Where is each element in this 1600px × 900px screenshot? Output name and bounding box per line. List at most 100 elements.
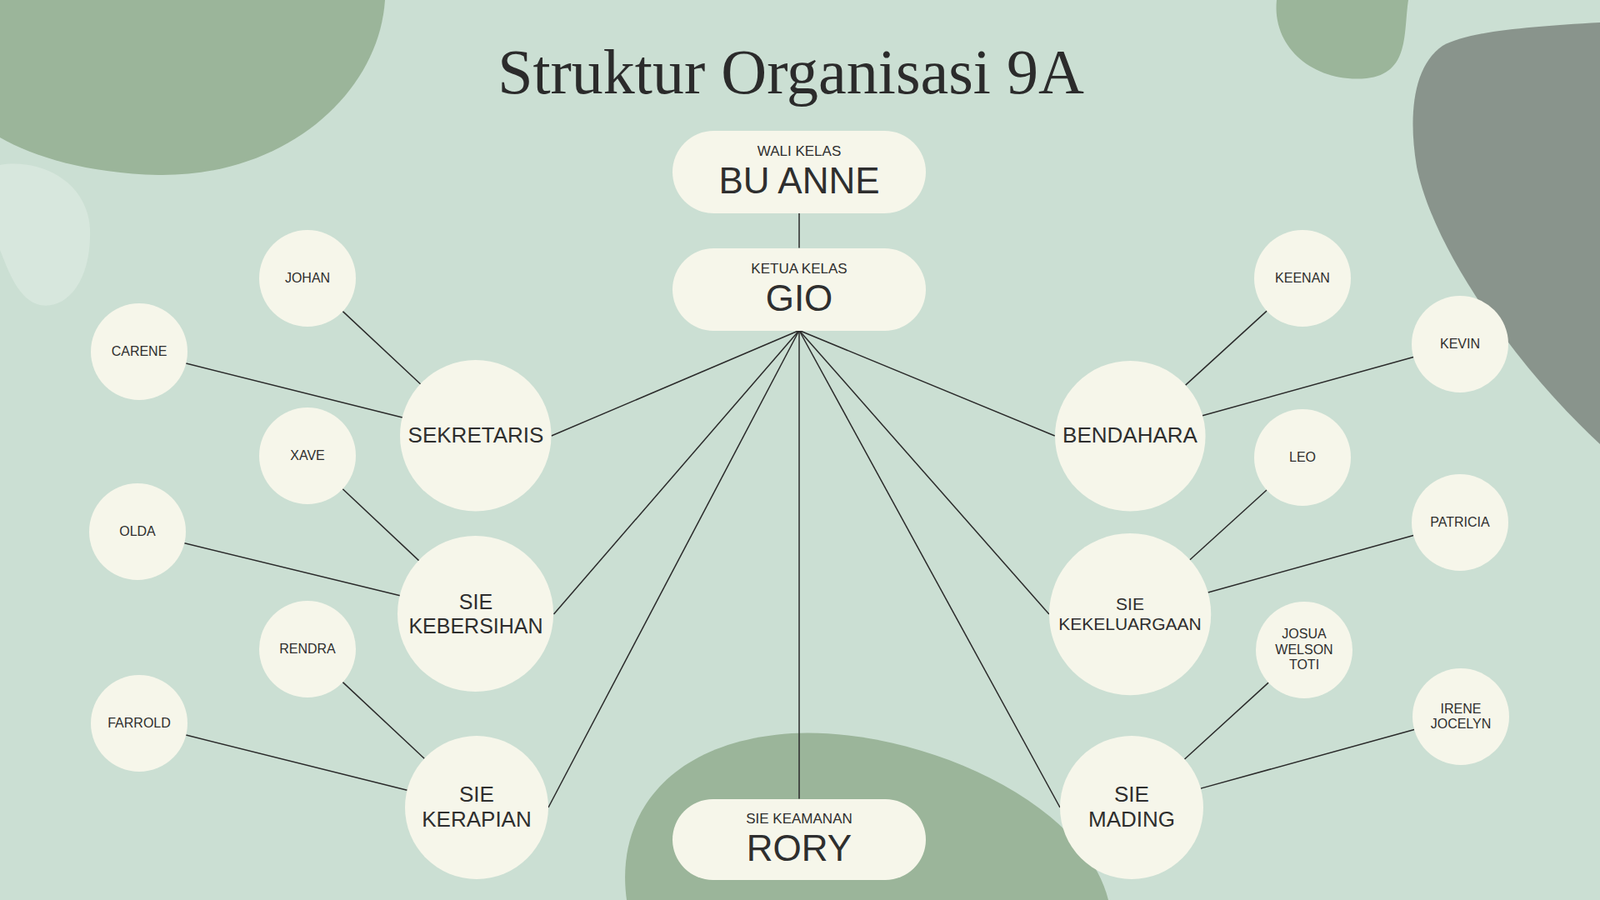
role-box: WALI KELASBU ANNE bbox=[672, 130, 926, 214]
member-name: PATRICIA bbox=[1430, 515, 1490, 530]
member-circle: CARENE bbox=[90, 303, 188, 400]
member-name: IRENE JOCELYN bbox=[1430, 701, 1492, 733]
circle-outline bbox=[1049, 533, 1211, 695]
node-content: JOSUA WELSON TOTI bbox=[1275, 626, 1333, 673]
member-name: JOHAN bbox=[285, 270, 330, 286]
blob-top-right bbox=[1276, 0, 1409, 80]
member-name: JOSUA WELSON TOTI bbox=[1275, 626, 1333, 673]
connector-line bbox=[342, 489, 420, 561]
member-circle: IRENE JOCELYN bbox=[1412, 668, 1510, 765]
member-name: KEVIN bbox=[1440, 336, 1480, 352]
circle-outline bbox=[1254, 409, 1351, 506]
node-content: SIE KEAMANANRORY bbox=[745, 810, 853, 868]
person-name: RORY bbox=[745, 829, 853, 868]
role-name: BENDAHARA bbox=[1062, 423, 1198, 449]
node-content: SEKRETARIS bbox=[408, 423, 545, 449]
circle-outline bbox=[259, 407, 356, 505]
circle-outline bbox=[397, 535, 554, 692]
connector-line bbox=[554, 330, 800, 615]
role-name: SIE KERAPIAN bbox=[421, 782, 531, 833]
node-content: CARENE bbox=[111, 344, 168, 360]
member-circle: FARROLD bbox=[90, 675, 188, 772]
member-name: XAVE bbox=[290, 448, 325, 464]
member-name: KEENAN bbox=[1275, 270, 1330, 286]
node-content: BENDAHARA bbox=[1062, 423, 1198, 449]
node-content: SIE KEBERSIHAN bbox=[408, 590, 543, 639]
pill-outline bbox=[672, 248, 926, 331]
role-box: KETUA KELASGIO bbox=[672, 248, 926, 331]
node-content: RENDRA bbox=[279, 641, 336, 657]
connector-line bbox=[799, 330, 1055, 436]
member-circle: JOSUA WELSON TOTI bbox=[1255, 601, 1353, 699]
connector-line bbox=[548, 330, 800, 809]
node-content: SIE KEKELUARGAAN bbox=[1058, 594, 1202, 635]
connector-line bbox=[1185, 310, 1268, 385]
role-label: KETUA KELAS bbox=[750, 260, 847, 278]
member-name: OLDA bbox=[119, 524, 156, 540]
blob-left-faint bbox=[0, 164, 90, 306]
connector-line bbox=[1185, 682, 1270, 760]
connector-line bbox=[798, 213, 800, 249]
role-name: SIE KEKELUARGAAN bbox=[1058, 594, 1202, 635]
connector-line bbox=[798, 330, 800, 800]
pill-outline bbox=[672, 799, 926, 880]
node-content: KEENAN bbox=[1275, 270, 1330, 286]
member-name: FARROLD bbox=[107, 715, 171, 731]
member-name: RENDRA bbox=[279, 641, 336, 657]
connector-line bbox=[185, 735, 407, 790]
circle-outline bbox=[1412, 668, 1510, 765]
role-circle: SIE KEKELUARGAAN bbox=[1049, 533, 1211, 695]
circle-outline bbox=[90, 675, 188, 772]
connector-line bbox=[1202, 357, 1414, 416]
role-name: SIE MADING bbox=[1088, 782, 1175, 833]
person-name: BU ANNE bbox=[718, 161, 880, 200]
connector-line bbox=[1200, 729, 1415, 789]
node-content: KETUA KELASGIO bbox=[750, 260, 847, 318]
member-circle: JOHAN bbox=[259, 230, 356, 327]
person-name: GIO bbox=[750, 279, 847, 318]
circle-outline bbox=[1254, 230, 1351, 327]
circle-outline bbox=[400, 360, 552, 512]
connector-line bbox=[799, 330, 1050, 615]
circle-outline bbox=[1411, 295, 1509, 393]
circle-outline bbox=[90, 303, 188, 400]
node-content: SIE MADING bbox=[1088, 782, 1175, 833]
member-circle: LEO bbox=[1254, 409, 1351, 506]
chart-title: Struktur Organisasi 9A bbox=[497, 40, 1085, 104]
circle-outline bbox=[89, 483, 186, 580]
node-content: WALI KELASBU ANNE bbox=[718, 143, 880, 200]
blob-top-left bbox=[0, 0, 385, 175]
pill-outline bbox=[672, 130, 926, 214]
role-label: SIE KEAMANAN bbox=[745, 810, 853, 828]
circle-outline bbox=[1255, 601, 1353, 699]
connector-line bbox=[799, 330, 1060, 809]
role-circle: SIE KERAPIAN bbox=[405, 735, 549, 880]
member-circle: KEVIN bbox=[1411, 295, 1509, 393]
node-content: OLDA bbox=[119, 524, 156, 540]
role-circle: SEKRETARIS bbox=[400, 360, 552, 512]
member-circle: RENDRA bbox=[259, 600, 356, 698]
connector-line bbox=[1190, 490, 1267, 560]
circle-outline bbox=[1055, 360, 1206, 512]
circle-outline bbox=[259, 600, 356, 698]
node-content: JOHAN bbox=[285, 270, 330, 286]
blob-bottom bbox=[625, 732, 1109, 900]
role-name: SEKRETARIS bbox=[408, 423, 545, 449]
circle-outline bbox=[259, 230, 356, 327]
node-content: FARROLD bbox=[107, 715, 171, 731]
role-circle: BENDAHARA bbox=[1055, 360, 1206, 512]
role-box: SIE KEAMANANRORY bbox=[672, 799, 926, 880]
node-content: LEO bbox=[1289, 450, 1316, 465]
member-circle: PATRICIA bbox=[1411, 474, 1509, 571]
circle-outline bbox=[1060, 735, 1204, 880]
connector-line bbox=[342, 311, 420, 385]
role-label: WALI KELAS bbox=[718, 143, 880, 160]
member-name: CARENE bbox=[111, 344, 168, 360]
node-content: KEVIN bbox=[1440, 336, 1480, 352]
node-content: XAVE bbox=[290, 448, 325, 464]
node-content: IRENE JOCELYN bbox=[1430, 701, 1492, 733]
member-circle: KEENAN bbox=[1254, 230, 1351, 327]
member-circle: OLDA bbox=[89, 483, 186, 580]
connector-line bbox=[551, 330, 800, 436]
